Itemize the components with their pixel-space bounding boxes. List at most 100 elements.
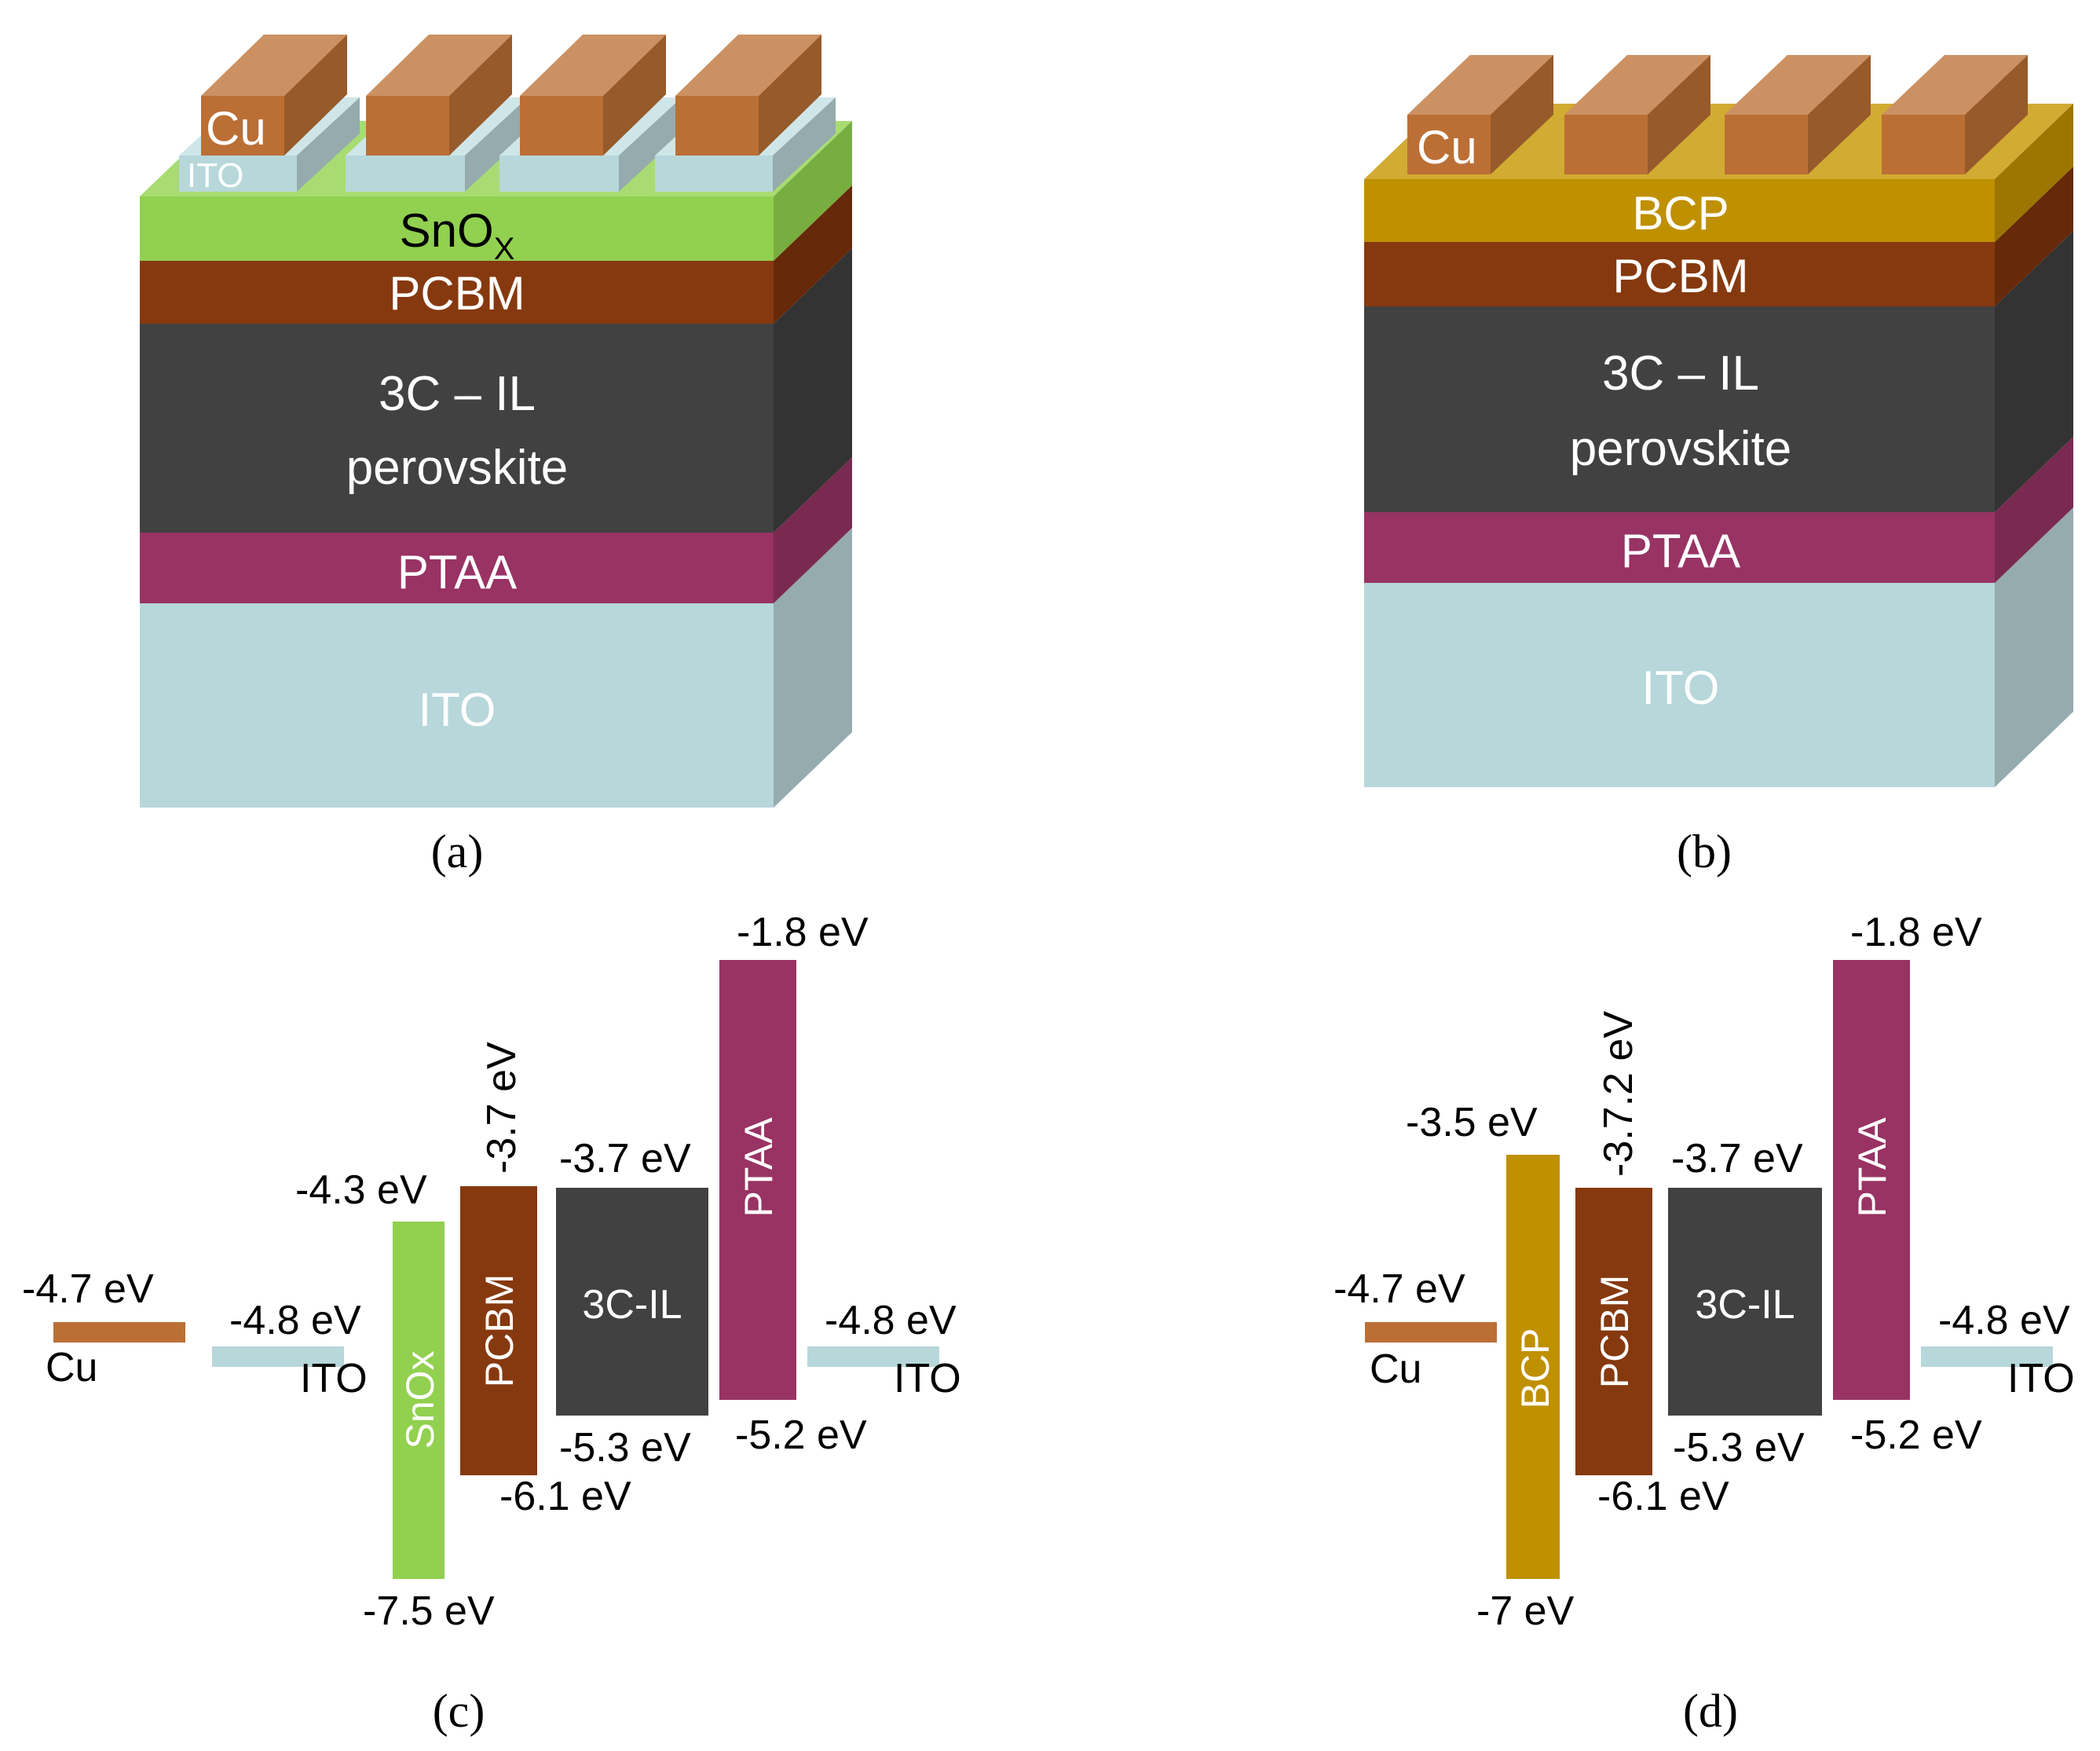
d-bcp-top-label: -3.5 eV: [1406, 1100, 1538, 1145]
b-label-bcp: BCP: [1632, 187, 1729, 240]
cu-block-2-side: [449, 35, 512, 156]
c-ito-left-level: [212, 1346, 344, 1367]
ptaa-side: [774, 457, 852, 603]
d-ptaa-top-label: -1.8 eV: [1850, 910, 1982, 955]
a-label-snox: SnOX: [400, 204, 515, 266]
d-pcbm-band: [1575, 1188, 1652, 1475]
c-cu-level: [53, 1322, 185, 1343]
layer-perovskite: [140, 248, 852, 533]
c-ito-left-name: ITO: [300, 1356, 368, 1401]
b-label-ptaa: PTAA: [1621, 525, 1740, 577]
c-pcbm-band: [460, 1186, 537, 1475]
ito-strip-2-front: [346, 156, 465, 192]
a-label-cu: Cu: [206, 102, 266, 155]
caption-b: (b): [1677, 826, 1732, 877]
a-label-pcbm: PCBM: [389, 267, 525, 320]
cu-blocks-a: [201, 35, 821, 156]
d-ito-right-name: ITO: [2007, 1356, 2075, 1401]
a-label-perovskite-line1: 3C – IL: [379, 367, 536, 421]
cu-block-4-front: [675, 96, 759, 156]
b-cu-block-3-front: [1725, 115, 1808, 174]
a-label-ito-top: ITO: [187, 156, 244, 195]
c-cu-level-label: -4.7 eV: [22, 1266, 154, 1312]
caption-c: (c): [433, 1685, 485, 1737]
cu-block-4-top: [675, 35, 821, 96]
b-label-pcbm: PCBM: [1612, 250, 1748, 302]
b-cu-block-4-top: [1882, 55, 2028, 115]
layer-ito-bottom: [140, 528, 852, 808]
panel-a-device-stack: ITO PTAA 3C – IL perovskite PCBM SnOX IT…: [140, 35, 852, 808]
ito-strip-3-side: [619, 97, 682, 192]
c-ptaa-bottom-label: -5.2 eV: [735, 1412, 867, 1458]
pcbm-front: [140, 261, 774, 324]
d-ptaa-name: PTAA: [1850, 1117, 1894, 1218]
caption-a: (a): [431, 826, 484, 877]
d-perovskite-name: 3C-IL: [1695, 1282, 1795, 1328]
c-perovskite-bottom-label: -5.3 eV: [559, 1425, 691, 1471]
c-ito-right-level: [807, 1346, 939, 1367]
layer-pcbm: [140, 185, 852, 324]
c-ito-right-level-label: -4.8 eV: [825, 1298, 957, 1343]
d-perovskite-band: [1668, 1188, 1822, 1416]
panel-b-device-stack: ITO PTAA 3C – IL perovskite PCBM BCP Cu: [1364, 55, 2073, 787]
d-perovskite-bottom-label: -5.3 eV: [1673, 1425, 1805, 1471]
a-label-ito: ITO: [419, 683, 496, 736]
b-cu-block-3-side: [1808, 55, 1871, 174]
d-ptaa-band: [1833, 960, 1910, 1400]
b-ito-bottom-front: [1364, 583, 1995, 787]
cu-block-1-top: [201, 35, 347, 96]
c-ptaa-band: [719, 960, 796, 1400]
a-label-perovskite-line2: perovskite: [346, 441, 569, 495]
c-snox-bottom-label: -7.5 eV: [363, 1588, 495, 1634]
d-cu-name: Cu: [1370, 1346, 1421, 1392]
layer-ptaa: [140, 457, 852, 603]
d-ptaa-bottom-label: -5.2 eV: [1850, 1412, 1982, 1458]
c-ito-right-name: ITO: [894, 1356, 961, 1401]
ito-strip-4-front: [655, 156, 773, 192]
ito-strip-2-side: [465, 97, 528, 192]
c-perovskite-band: [556, 1188, 708, 1416]
b-pcbm-front: [1364, 242, 1995, 306]
ito-strip-1-front: [179, 156, 297, 192]
c-pcbm-bottom-label: -6.1 eV: [499, 1474, 631, 1519]
perovskite-side: [774, 248, 852, 533]
perovskite-front: [140, 324, 774, 533]
cu-block-2-top: [366, 35, 512, 96]
a-label-snox-main: SnO: [400, 204, 494, 257]
a-label-snox-sub: X: [494, 232, 515, 266]
b-cu-block-4-side: [1965, 55, 2028, 174]
b-ptaa-side: [1995, 437, 2073, 583]
snox-side: [774, 121, 852, 261]
b-layer-perovskite: [1364, 231, 2073, 512]
c-perovskite-top-label: -3.7 eV: [559, 1136, 691, 1181]
b-cu-block-1-top: [1407, 55, 1553, 115]
panel-d-energy-diagram: -4.7 eV Cu BCP -3.5 eV -7 eV PCBM -3.7.2…: [1334, 910, 2075, 1634]
pcbm-side: [774, 185, 852, 324]
b-label-cu: Cu: [1417, 121, 1477, 174]
c-cu-name: Cu: [46, 1345, 97, 1390]
c-ptaa-top-label: -1.8 eV: [737, 910, 869, 955]
d-pcbm-bottom-label: -6.1 eV: [1597, 1474, 1729, 1519]
d-cu-level-label: -4.7 eV: [1334, 1266, 1465, 1312]
d-pcbm-top-label: -3.7.2 eV: [1596, 1011, 1641, 1177]
b-label-ito: ITO: [1642, 661, 1720, 714]
b-label-perovskite-line2: perovskite: [1570, 422, 1792, 476]
b-cu-block-1-front: [1407, 115, 1491, 174]
b-pcbm-side: [1995, 167, 2073, 306]
d-bcp-name: BCP: [1513, 1328, 1557, 1409]
cu-blocks-b: [1407, 55, 2028, 174]
b-cu-block-1-side: [1491, 55, 1553, 174]
cu-block-3-side: [603, 35, 666, 156]
c-perovskite-name: 3C-IL: [582, 1282, 682, 1328]
a-label-ptaa: PTAA: [397, 546, 517, 599]
c-ptaa-name: PTAA: [737, 1117, 781, 1218]
d-ito-right-level: [1921, 1346, 2053, 1367]
cu-block-3-front: [520, 96, 603, 156]
b-cu-block-3-top: [1725, 55, 1871, 115]
d-perovskite-top-label: -3.7 eV: [1671, 1136, 1803, 1181]
cu-block-1-side: [284, 35, 347, 156]
b-bcp-front: [1364, 179, 1995, 242]
panel-c-energy-diagram: -4.7 eV Cu -4.8 eV ITO SnOx -4.3 eV -7.5…: [22, 910, 961, 1634]
d-cu-level: [1365, 1322, 1497, 1343]
